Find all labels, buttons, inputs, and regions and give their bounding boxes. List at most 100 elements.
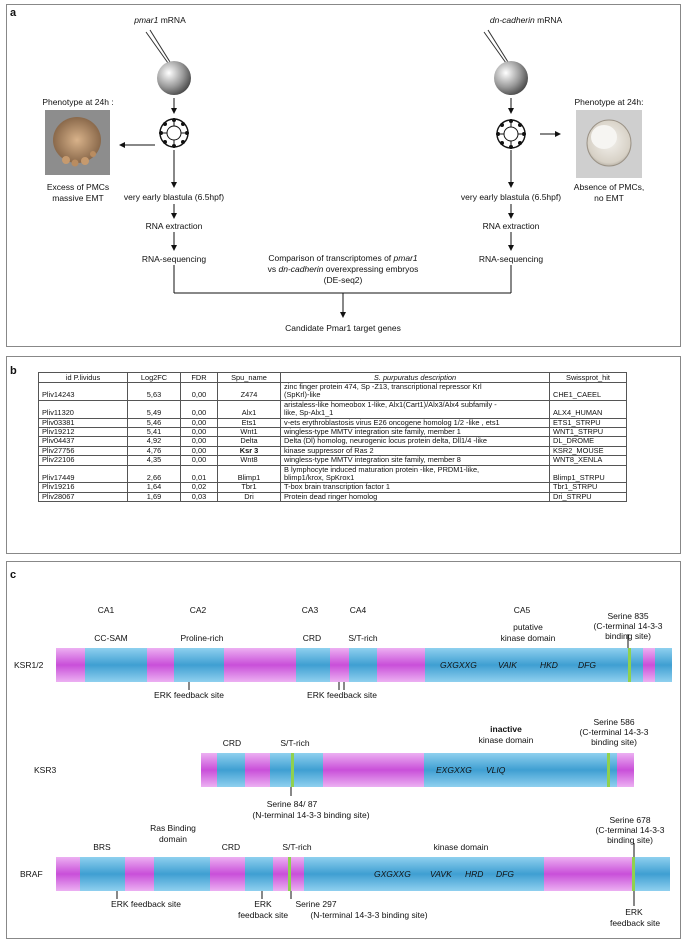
header-spu-name: Spu_name [217, 372, 281, 383]
braf-name: BRAF [20, 869, 43, 879]
cell-log2fc: 5,63 [127, 382, 181, 401]
description-line: v-ets erythroblastosis virus E26 oncogen… [284, 417, 500, 427]
description-line: Delta (Dl) homolog, neurogenic locus pro… [284, 436, 487, 446]
header-description: S. purpuratus description [280, 372, 550, 383]
description-line: T-box brain transcription factor 1 [284, 482, 390, 492]
candidate-genes: Candidate Pmar1 target genes [285, 323, 401, 333]
ksr12-motif-vaik: VAIK [498, 660, 517, 670]
header-fdr: FDR [180, 372, 218, 383]
cell-log2fc: 1,64 [127, 482, 181, 493]
ksr12-ca2: CA2 [189, 605, 207, 615]
right-mrna-suffix: mRNA [534, 15, 563, 25]
braf-serine-c-line3: binding site) [607, 835, 653, 845]
cell-swissprot-hit: DL_DROME [549, 436, 627, 447]
ksr12-ca1: CA1 [97, 605, 115, 615]
braf-erk-site-1: ERK feedback site [111, 899, 181, 909]
cell-description: wingless-type MMTV integration site fami… [280, 455, 550, 466]
ksr3-motif-vliq: VLIQ [486, 765, 506, 775]
ksr12-ca5: CA5 [513, 605, 531, 615]
cell-spu-name: Delta [217, 436, 281, 447]
description-line: B lymphocyte induced maturation protein … [284, 464, 480, 474]
braf-st-rich: S/T-rich [282, 842, 312, 852]
cell-description: zinc finger protein 474, Sp -Z13, transc… [280, 382, 550, 401]
panel-a-label: a [10, 7, 17, 19]
braf-rbd-line2: domain [159, 834, 187, 844]
braf-motif-gxgxxg: GXGXXG [374, 869, 411, 879]
braf-erk-site-3-line1: ERK [625, 907, 643, 917]
comparison-line2-gene: dn-cadherin [278, 264, 324, 274]
cell-log2fc: 4,35 [127, 455, 181, 466]
left-rna-seq: RNA-sequencing [141, 254, 207, 264]
ksr12-serine-line3: binding site) [605, 631, 651, 641]
description-line: Protein dead ringer homolog [284, 491, 378, 501]
right-mrna-gene: dn-cadherin [489, 15, 535, 25]
right-phenotype-image [576, 110, 642, 178]
cell-fdr: 0,03 [180, 491, 218, 503]
right-rna-extraction: RNA extraction [482, 221, 540, 231]
cell-swissprot-hit: CHE1_CAEEL [549, 382, 627, 401]
ksr3-serine-c-line2: (C-terminal 14-3-3 [579, 727, 649, 737]
cell-description: aristaless-like homeobox 1-like, Alx1(Ca… [280, 399, 550, 419]
cell-description: Delta (Dl) homolog, neurogenic locus pro… [280, 436, 550, 447]
header-id: id P.lividus [38, 372, 128, 383]
comparison-line1-gene: pmar1 [393, 253, 418, 263]
cell-id: Pliv17449 [38, 464, 128, 484]
cell-description: T-box brain transcription factor 1 [280, 482, 550, 493]
cell-swissprot-hit: Blimp1_STRPU [549, 464, 627, 484]
cell-id: Pliv19216 [38, 482, 128, 493]
ksr3-motif-exgxxg: EXGXXG [436, 765, 472, 775]
braf-brs: BRS [93, 842, 111, 852]
cell-log2fc: 2,66 [127, 464, 181, 484]
right-mrna-label: dn-cadherin mRNA [466, 15, 586, 25]
cell-id: Pliv04437 [38, 436, 128, 447]
ksr12-cc-sam: CC-SAM [94, 633, 128, 643]
header-swissprot: Swissprot_hit [549, 372, 627, 383]
right-phenotype-line1: Absence of PMCs, [573, 182, 645, 192]
panel-c [6, 561, 681, 939]
cell-description: B lymphocyte induced maturation protein … [280, 464, 550, 484]
braf-crd: CRD [221, 842, 241, 852]
comparison-line2-vs: vs [267, 264, 279, 274]
ksr3-crd: CRD [222, 738, 242, 748]
cell-id: Pliv14243 [38, 382, 128, 401]
cell-id: Pliv28067 [38, 491, 128, 503]
panel-b-label: b [10, 365, 17, 377]
braf-erk-site-2-line1: ERK [254, 899, 272, 909]
cell-log2fc: 1,69 [127, 491, 181, 503]
left-rna-extraction: RNA extraction [145, 221, 203, 231]
braf-serine-c-line2: (C-terminal 14-3-3 [595, 825, 665, 835]
description-line: aristaless-like homeobox 1-like, Alx1(Ca… [284, 399, 497, 409]
ksr12-st-rich: S/T-rich [348, 633, 378, 643]
ksr12-proline-rich: Proline-rich [180, 633, 224, 643]
ksr12-motif-dfg: DFG [578, 660, 596, 670]
description-line: wingless-type MMTV integration site fami… [284, 455, 461, 465]
left-mrna-gene: pmar1 [134, 15, 159, 25]
ksr3-serine-n-line1: Serine 84/ 87 [266, 799, 318, 809]
ksr12-serine-line1: Serine 835 [607, 611, 649, 621]
ksr12-motif-hkd: HKD [540, 660, 558, 670]
left-stage: very early blastula (6.5hpf) [123, 192, 225, 202]
cell-spu-name: Tbr1 [217, 482, 281, 493]
table-header-row: id P.lividus Log2FC FDR Spu_name S. purp… [38, 372, 627, 383]
ksr12-ca3: CA3 [301, 605, 319, 615]
cell-swissprot-hit: ALX4_HUMAN [549, 399, 627, 419]
ksr12-motif-gxgxxg: GXGXXG [440, 660, 477, 670]
braf-motif-vavk: VAVK [430, 869, 452, 879]
cell-swissprot-hit: Dri_STRPU [549, 491, 627, 503]
right-phenotype-line2: no EMT [594, 193, 624, 203]
panel-a-schematic [45, 29, 642, 318]
ksr12-ca4: CA4 [349, 605, 367, 615]
ksr3-kinase-line2: kinase domain [478, 735, 534, 745]
braf-erk-site-2-line2: feedback site [237, 910, 289, 920]
panel-a [6, 4, 681, 347]
ksr3-st-rich: S/T-rich [280, 738, 310, 748]
cell-fdr: 0,01 [180, 464, 218, 484]
description-line: blimp1/krox, SpKrox1 [284, 473, 355, 483]
braf-serine-c-line1: Serine 678 [609, 815, 651, 825]
cell-spu-name: Wnt8 [217, 455, 281, 466]
